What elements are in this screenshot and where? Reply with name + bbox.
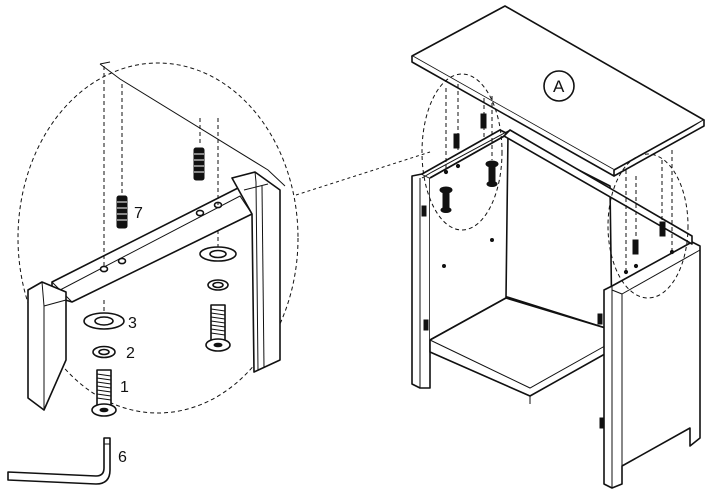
screw-icon	[439, 186, 453, 213]
dowel-icon	[193, 147, 205, 181]
callout-7: 7	[134, 205, 143, 222]
detail-panel	[27, 61, 286, 411]
screw-icon	[205, 304, 231, 352]
detail-view: 7 3 2 1 6	[7, 61, 431, 485]
callout-2: 2	[126, 345, 135, 362]
screw-icon	[485, 160, 499, 187]
dowel-icon	[116, 195, 128, 229]
washer-icon	[199, 246, 237, 262]
callout-1: 1	[120, 379, 129, 396]
part-a-label: A	[553, 77, 565, 96]
screw-icon	[91, 369, 117, 417]
top-panel: A	[411, 5, 705, 177]
detail-ellipse-right	[607, 153, 689, 299]
leader-line	[295, 151, 431, 196]
allen-key-icon	[7, 437, 111, 485]
part-a-badge	[543, 70, 575, 102]
cabinet: A	[411, 5, 705, 489]
callout-6: 6	[118, 449, 127, 466]
detail-ellipse	[17, 62, 299, 414]
washer-icon	[83, 312, 125, 330]
detail-ellipse-left	[421, 73, 503, 231]
callout-3: 3	[128, 315, 137, 332]
spring-washer-icon	[92, 345, 116, 359]
spring-washer-icon	[207, 279, 229, 291]
